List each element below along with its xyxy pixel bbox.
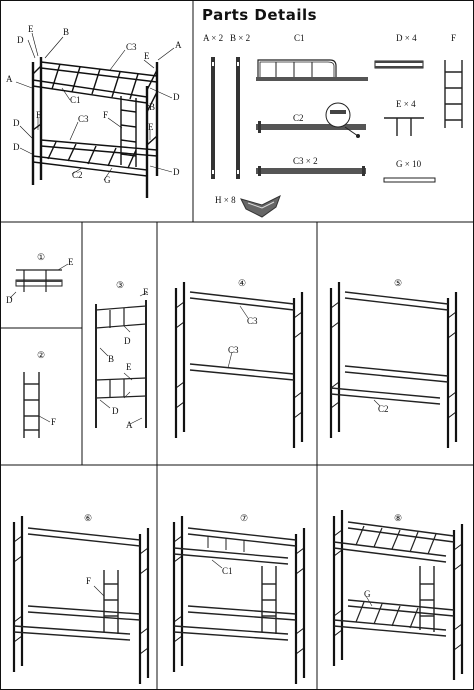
overview-label-c1: C1 xyxy=(70,95,81,105)
part-d-rail xyxy=(374,60,424,69)
parts-details-panel: Parts Details A × 2 B × 2 C1 D × 4 xyxy=(202,6,463,218)
part-a-post xyxy=(211,57,215,179)
overview-label-a-right: A xyxy=(175,40,182,50)
step-3-label-a: A xyxy=(126,420,133,430)
step-5-number: ⑤ xyxy=(394,278,402,288)
overview-label-e-lower-right: E xyxy=(148,122,154,132)
overview-label-f: F xyxy=(103,110,108,120)
step-2: ② F xyxy=(23,350,56,438)
step-3-label-d-bottom: D xyxy=(112,406,119,416)
overview-label-a-left: A xyxy=(6,74,13,84)
part-f-ladder xyxy=(444,60,463,128)
overview-label-c2: C2 xyxy=(72,170,83,180)
part-a-label: A × 2 xyxy=(203,33,223,43)
overview-label-d: D xyxy=(17,35,24,45)
part-b-post xyxy=(236,57,240,179)
overview-label-c3: C3 xyxy=(126,42,137,52)
step-1-number: ① xyxy=(37,252,45,262)
step-6-number: ⑥ xyxy=(84,513,92,523)
step-6: ⑥ F xyxy=(12,513,150,686)
step-4-number: ④ xyxy=(238,278,246,288)
part-c2-label: C2 xyxy=(293,113,304,123)
step-4: ④ C3 C3 xyxy=(174,278,304,450)
assembled-bed-overview: D E B C3 E A A D C1 B D E C3 F E D C2 G … xyxy=(6,24,182,198)
overview-label-b: B xyxy=(63,27,69,37)
overview-label-d-bottom: D xyxy=(13,142,20,152)
part-b-label: B × 2 xyxy=(230,33,250,43)
part-h-label: H × 8 xyxy=(215,195,236,205)
overview-label-e: E xyxy=(28,24,34,34)
overview-label-e-lower: E xyxy=(36,110,42,120)
part-e-label: E × 4 xyxy=(396,99,416,109)
part-g-slat xyxy=(383,177,436,183)
part-e-bracket xyxy=(384,117,424,136)
part-f-label: F xyxy=(451,33,456,43)
overview-label-c3-lower: C3 xyxy=(78,114,89,124)
part-d-label: D × 4 xyxy=(396,33,417,43)
step-2-number: ② xyxy=(37,350,45,360)
overview-label-g: G xyxy=(104,175,111,185)
step-7-label-c1: C1 xyxy=(222,566,233,576)
overview-label-e-right: E xyxy=(144,51,150,61)
step-1-label-d: D xyxy=(6,295,13,305)
step-3-number: ③ xyxy=(116,280,124,290)
parts-details-title: Parts Details xyxy=(202,6,317,24)
step-4-label-c3-top: C3 xyxy=(247,316,258,326)
step-2-label-f: F xyxy=(51,417,56,427)
step-1-label-e: E xyxy=(68,257,74,267)
step-3: ③ E D B E D A xyxy=(95,280,149,430)
overview-label-d-right: D xyxy=(173,92,180,102)
step-6-label-f: F xyxy=(86,576,91,586)
step-5: ⑤ C2 xyxy=(329,278,458,450)
step-3-label-d-top: D xyxy=(124,336,131,346)
step-1: ① E D xyxy=(6,252,74,305)
overview-label-d-lower: D xyxy=(13,118,20,128)
step-8-number: ⑧ xyxy=(394,513,402,523)
step-7-number: ⑦ xyxy=(240,513,248,523)
step-8-label-g: G xyxy=(364,589,371,599)
part-c3-rail xyxy=(256,166,366,176)
step-3-label-b: B xyxy=(108,354,114,364)
step-5-label-c2: C2 xyxy=(378,404,389,414)
part-c2-rail xyxy=(256,102,366,138)
part-c1-label: C1 xyxy=(294,33,305,43)
part-g-label: G × 10 xyxy=(396,159,422,169)
part-h-corner xyxy=(240,194,281,218)
overview-label-b-right: B xyxy=(149,102,155,112)
step-4-label-c3-bottom: C3 xyxy=(228,345,239,355)
step-8: ⑧ G xyxy=(332,508,464,682)
part-c3-label: C3 × 2 xyxy=(293,156,318,166)
step-3-label-e-bottom: E xyxy=(126,362,132,372)
overview-label-d-bottom-right: D xyxy=(173,167,180,177)
part-c1-guardrail xyxy=(256,59,368,81)
step-3-label-e-top: E xyxy=(143,287,149,297)
step-7: ⑦ C1 xyxy=(172,513,306,686)
